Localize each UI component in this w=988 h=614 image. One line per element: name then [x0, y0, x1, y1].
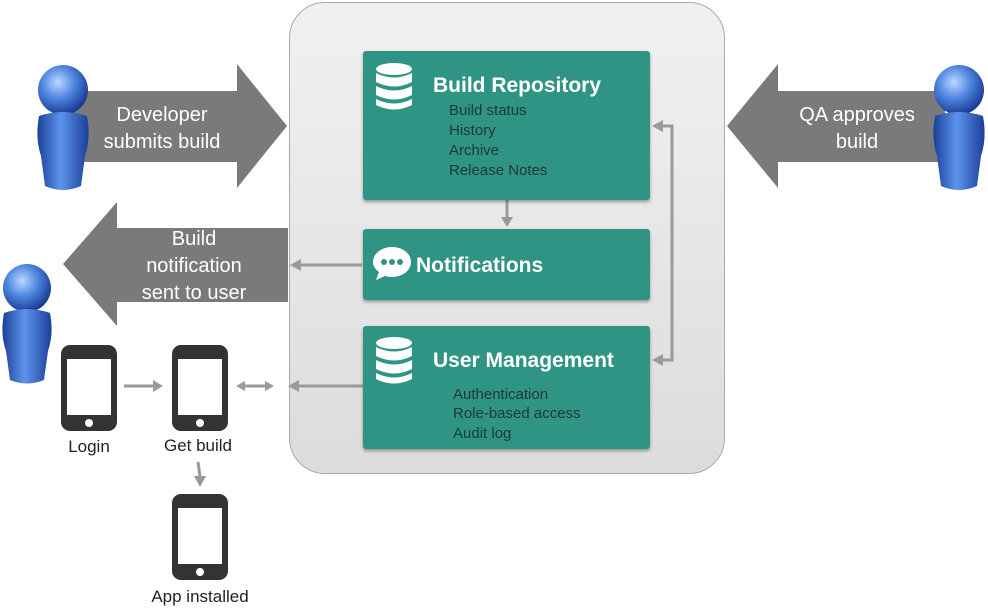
usermgmt-connector-arrowhead: [652, 354, 663, 366]
user-management-item: Audit log: [453, 425, 512, 442]
developer-arrow: [72, 64, 287, 188]
developer-arrow-label: Developer submits build: [82, 102, 242, 156]
getbuild-double-left-arrowhead: [236, 381, 245, 391]
getbuild-double-right-arrowhead: [265, 381, 274, 391]
repo-usermgmt-connector: [662, 124, 674, 362]
repo-to-notifications-arrowhead: [501, 217, 513, 227]
login-phone-label: Login: [68, 437, 110, 456]
build-repository-item: Release Notes: [449, 162, 548, 179]
developer-arrow-line2: submits build: [103, 131, 221, 153]
user-management-item: Role-based access: [453, 405, 581, 422]
build-repository-box: Build Repository Build status History Ar…: [363, 51, 650, 200]
app-installed-phone-label: App installed: [151, 587, 249, 606]
smartphone-icon: [61, 345, 117, 431]
notification-arrow-line3: sent to user: [141, 282, 247, 304]
build-repository-item: Archive: [449, 142, 500, 159]
repo-connector-arrowhead: [652, 120, 663, 132]
user-management-title: User Management: [433, 349, 614, 372]
user-figure-icon: [37, 65, 89, 190]
getbuild-to-installed-connector: [196, 461, 202, 478]
user-management-box: User Management Authentication Role-base…: [363, 326, 650, 449]
login-to-getbuild-arrowhead: [153, 380, 163, 392]
notifications-box: Notifications: [363, 229, 650, 300]
developer-arrow-line1: Developer: [116, 104, 208, 126]
smartphone-icon: [172, 494, 228, 580]
build-repository-items: Build status History Archive Release Not…: [449, 101, 547, 181]
notification-arrow-line2: notification: [146, 255, 242, 277]
notifications-title: Notifications: [416, 254, 544, 277]
qa-arrow-line2: build: [835, 131, 879, 153]
chat-bubble-icon: [373, 247, 411, 280]
notification-arrow-label: Build notification sent to user: [118, 226, 270, 307]
smartphone-icon: [172, 345, 228, 431]
user-management-item: Authentication: [453, 386, 549, 403]
getbuild-to-installed-arrowhead: [194, 476, 206, 487]
notifications-to-user-arrowhead: [290, 259, 301, 271]
build-repository-item: Build status: [449, 102, 527, 119]
phone-usermgmt-left-arrowhead: [288, 380, 299, 392]
qa-arrow-label: QA approves build: [774, 102, 940, 156]
build-repository-item: History: [449, 122, 496, 139]
build-repository-title: Build Repository: [433, 74, 602, 97]
user-management-items: Authentication Role-based access Audit l…: [453, 385, 581, 444]
notification-arrow-line1: Build: [171, 228, 217, 250]
user-figure-icon: [2, 264, 52, 384]
user-figure-icon: [933, 65, 985, 190]
qa-arrow: [727, 64, 945, 188]
get-build-phone-label: Get build: [163, 436, 233, 455]
database-icon: [376, 63, 412, 110]
qa-arrow-line1: QA approves: [799, 104, 915, 126]
notification-arrow: [63, 202, 288, 326]
database-icon: [376, 337, 412, 384]
